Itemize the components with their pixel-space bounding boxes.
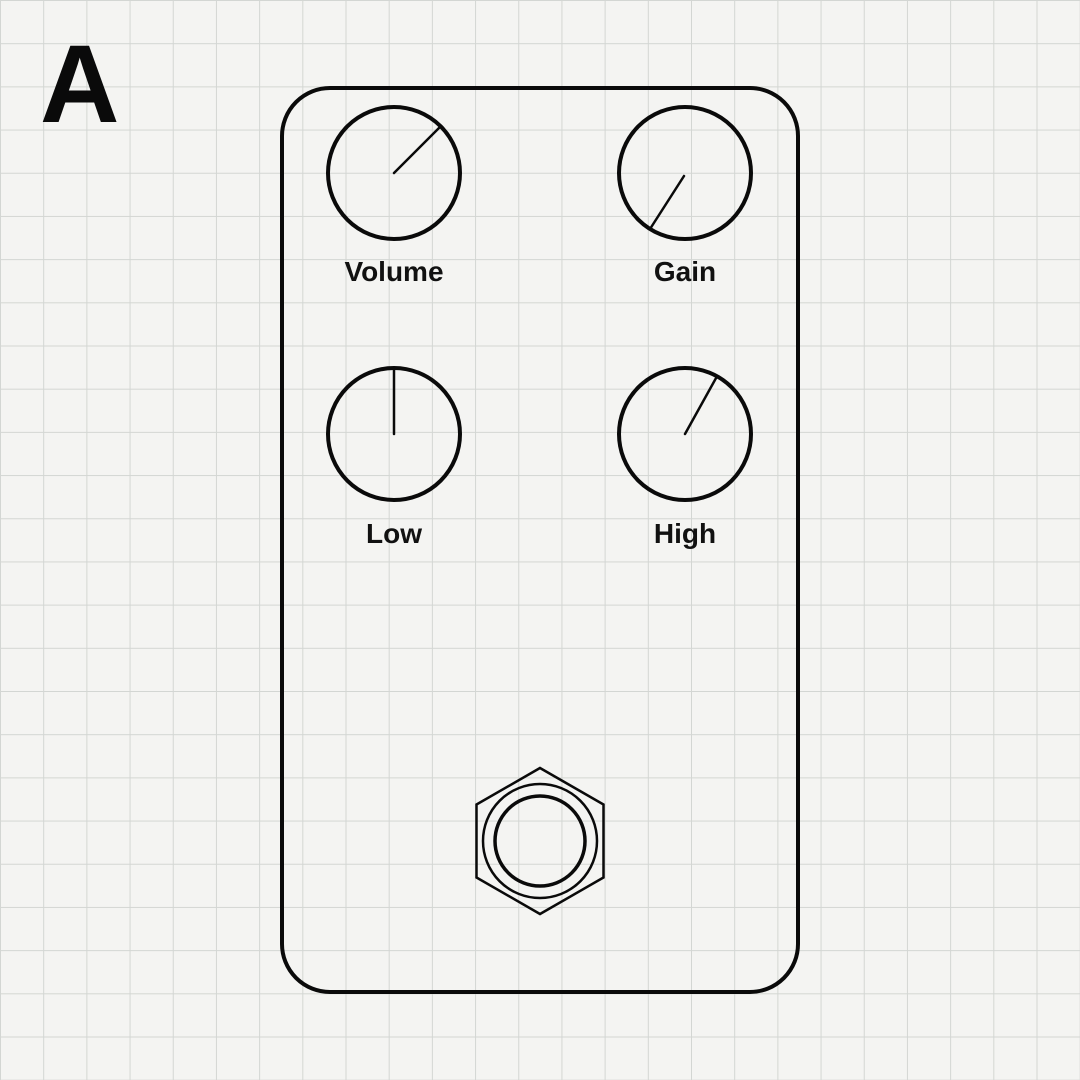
knob-gain-indicator — [648, 174, 686, 231]
knob-volume-label: Volume — [344, 256, 443, 287]
knob-high-body — [617, 366, 753, 502]
knob-gain-label: Gain — [654, 256, 716, 287]
knob-high-indicator — [683, 375, 719, 436]
knob-high[interactable]: High — [617, 366, 753, 549]
knob-gain[interactable]: Gain — [617, 105, 753, 287]
knob-low[interactable]: Low — [326, 366, 462, 549]
pedal-enclosure — [280, 86, 800, 994]
knob-gain-body — [617, 105, 753, 241]
knob-volume-indicator — [392, 125, 442, 175]
footswitch-button — [493, 794, 587, 888]
footswitch-outer-ring — [481, 782, 599, 900]
knob-volume-body — [326, 105, 462, 241]
figure-label: A — [40, 23, 119, 146]
knob-high-label: High — [654, 518, 716, 549]
knob-low-label: Low — [366, 518, 422, 549]
knob-volume[interactable]: Volume — [326, 105, 462, 287]
footswitch[interactable] — [475, 766, 605, 916]
hex-nut-footswitch-icon — [475, 766, 605, 916]
